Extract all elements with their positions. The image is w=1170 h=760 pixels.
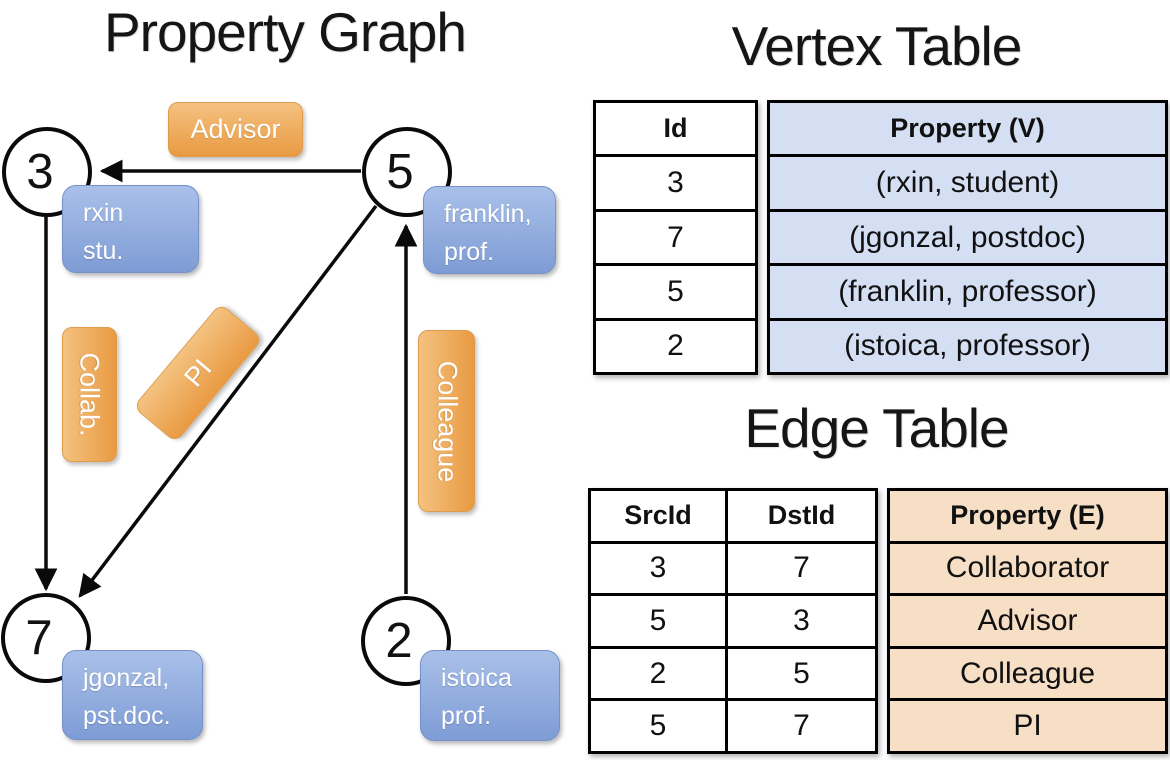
edge-label-colleague: Colleague	[418, 330, 475, 512]
edge-table-header-dst: DstId	[767, 500, 836, 531]
vertex-prop-box-2: istoica prof.	[420, 650, 560, 741]
vertex-table-property-column: Property (V) (rxin, student) (jgonzal, p…	[767, 100, 1168, 375]
edge-table-src-cell: 5	[591, 701, 728, 751]
vertex-prop-box-5: franklin, prof.	[423, 186, 556, 274]
edge-table-dst-cell: 5	[793, 656, 810, 690]
vertex-node-5-id: 5	[386, 145, 414, 199]
edge-label-pi: PI	[132, 302, 264, 444]
vertex-prop-box-3-line1: rxin	[83, 199, 124, 227]
vertex-prop-box-3: rxin stu.	[62, 185, 199, 273]
edge-table-title: Edge Table	[744, 397, 1009, 459]
vertex-node-7-id: 7	[25, 611, 53, 665]
edge-table-property-cell: PI	[890, 701, 1165, 751]
edge-table-dst-cell: 7	[793, 709, 810, 743]
vertex-prop-box-5-line1: franklin,	[444, 200, 532, 228]
vertex-table-property-cell: (jgonzal, postdoc)	[770, 211, 1165, 264]
vertex-table-property-cell: (franklin, professor)	[770, 266, 1165, 318]
edge-table-src-cell: 2	[591, 648, 728, 699]
vertex-node-2-id: 2	[385, 614, 413, 668]
vertex-prop-box-3-line2: stu.	[83, 236, 124, 265]
vertex-table-header-property: Property (V)	[770, 103, 1165, 155]
edge-table-src-cell: 3	[591, 543, 728, 594]
edge-label-colleague-text: Colleague	[432, 360, 462, 482]
edge-table-property-cell: Colleague	[890, 648, 1165, 699]
edge-table-property-cell: Advisor	[890, 596, 1165, 646]
edge-table-src-cell: 5	[591, 596, 728, 646]
vertex-node-3: 3	[2, 127, 92, 217]
edge-table-header-src: SrcId	[591, 491, 728, 541]
vertex-node-5: 5	[362, 127, 452, 217]
edge-table-id-columns: SrcId DstId 3 7 5 3 2 5 5 7	[588, 488, 878, 754]
vertex-table-property-cell: (istoica, professor)	[770, 320, 1165, 373]
edge-label-collab: Collab.	[62, 327, 117, 462]
edge-table-header-property: Property (E)	[890, 491, 1165, 541]
edge-label-advisor-text: Advisor	[190, 114, 281, 144]
edge-table-dst-cell: 3	[793, 603, 810, 637]
edge-label-pi-text: PI	[177, 353, 218, 393]
vertex-table-id-cell: 5	[667, 274, 684, 308]
vertex-prop-box-7-line1: jgonzal,	[83, 664, 170, 692]
edge-label-collab-text: Collab.	[75, 352, 106, 437]
vertex-prop-box-5-line2: prof.	[444, 237, 495, 266]
vertex-table-title: Vertex Table	[731, 15, 1023, 77]
vertex-prop-box-2-line2: prof.	[441, 701, 492, 730]
vertex-table-property-cell: (rxin, student)	[770, 157, 1165, 209]
edge-table-dst-cell: 7	[793, 551, 810, 585]
property-graph-title: Property Graph	[103, 1, 467, 63]
vertex-table-header-id: Id	[663, 113, 688, 144]
edge-label-advisor: Advisor	[168, 102, 303, 157]
vertex-prop-box-2-line1: istoica	[441, 664, 512, 692]
vertex-prop-box-7: jgonzal, pst.doc.	[62, 650, 203, 740]
vertex-table-id-cell: 2	[667, 329, 684, 363]
edge-table-property-cell: Collaborator	[890, 543, 1165, 594]
edge-table-property-column: Property (E) Collaborator Advisor Collea…	[887, 488, 1168, 754]
vertex-table-id-cell: 7	[667, 220, 684, 254]
vertex-node-3-id: 3	[26, 145, 54, 199]
vertex-table-id-cell: 3	[667, 166, 684, 200]
vertex-prop-box-7-line2: pst.doc.	[83, 701, 171, 730]
vertex-table-id-column: Id 3 7 5 2	[593, 100, 758, 375]
